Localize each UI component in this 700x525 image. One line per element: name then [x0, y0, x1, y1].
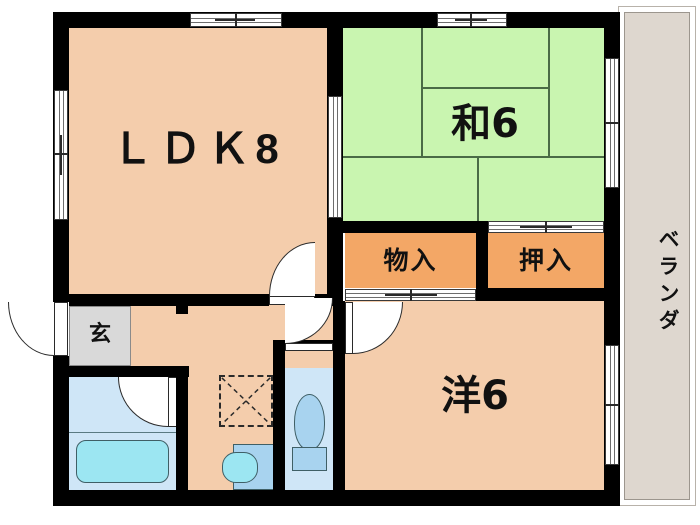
exterior-wall-left-lower [53, 356, 69, 506]
tatami-seam-3 [548, 28, 550, 158]
entrance-door-leaf[interactable] [54, 302, 68, 356]
entrance-door-swing-arc [8, 302, 54, 356]
partition-wall-corridor-yoshitsu [333, 301, 345, 490]
toilet-bowl [294, 394, 325, 450]
veranda-label: ベランダ [656, 228, 680, 336]
window-ldk-top-tick [215, 19, 255, 21]
sliding-door-monoire-tick [385, 294, 437, 296]
yoshitsu-veranda-door-center-mark [605, 404, 619, 406]
exterior-wall-top [53, 12, 620, 28]
partition-wall-ldk-corridor [69, 294, 269, 306]
tatami-seam-1 [421, 28, 423, 158]
toilet-tank [292, 447, 327, 471]
yoshitsu-label: 洋6 [441, 373, 509, 419]
room-washitsu [343, 28, 604, 221]
washitsu-veranda-door-center-mark [605, 122, 619, 124]
room-monoire [345, 233, 476, 288]
washbasin-bowl [222, 452, 258, 483]
washing-machine-space [219, 375, 273, 427]
tatami-seam-4 [343, 156, 604, 158]
sliding-door-ldk-washitsu[interactable] [328, 96, 342, 218]
wall-left-of-toilet [273, 340, 285, 490]
genkan-label: 玄 [88, 322, 111, 347]
bathtub [76, 440, 169, 483]
washitsu-label: 和6 [451, 101, 519, 147]
wall-under-oshiire [488, 288, 604, 301]
room-genkan [69, 306, 131, 366]
monoire-label: 物入 [383, 245, 438, 275]
wall-stub-corridor [176, 294, 188, 314]
partition-wall-monoire-oshiire [476, 233, 488, 301]
yoshitsu-door-leaf[interactable] [345, 302, 353, 354]
veranda-area [624, 12, 690, 500]
oshiire-label: 押入 [518, 245, 573, 275]
room-oshiire [488, 233, 604, 288]
tatami-seam-5 [477, 156, 479, 221]
sliding-door-oshiire-tick [520, 226, 572, 228]
wall-right-of-bathroom [176, 366, 188, 490]
window-ldk-left-tick [60, 135, 62, 175]
exterior-wall-bottom [53, 490, 620, 506]
toilet-door-leaf[interactable] [285, 343, 333, 351]
tatami-seam-2 [421, 87, 548, 89]
window-washitsu-top-tick [455, 19, 487, 21]
bathtub-platform-edge [69, 432, 176, 433]
ldk-label: ＬＤＫ8 [111, 125, 285, 172]
wall-above-bathroom [69, 366, 189, 377]
